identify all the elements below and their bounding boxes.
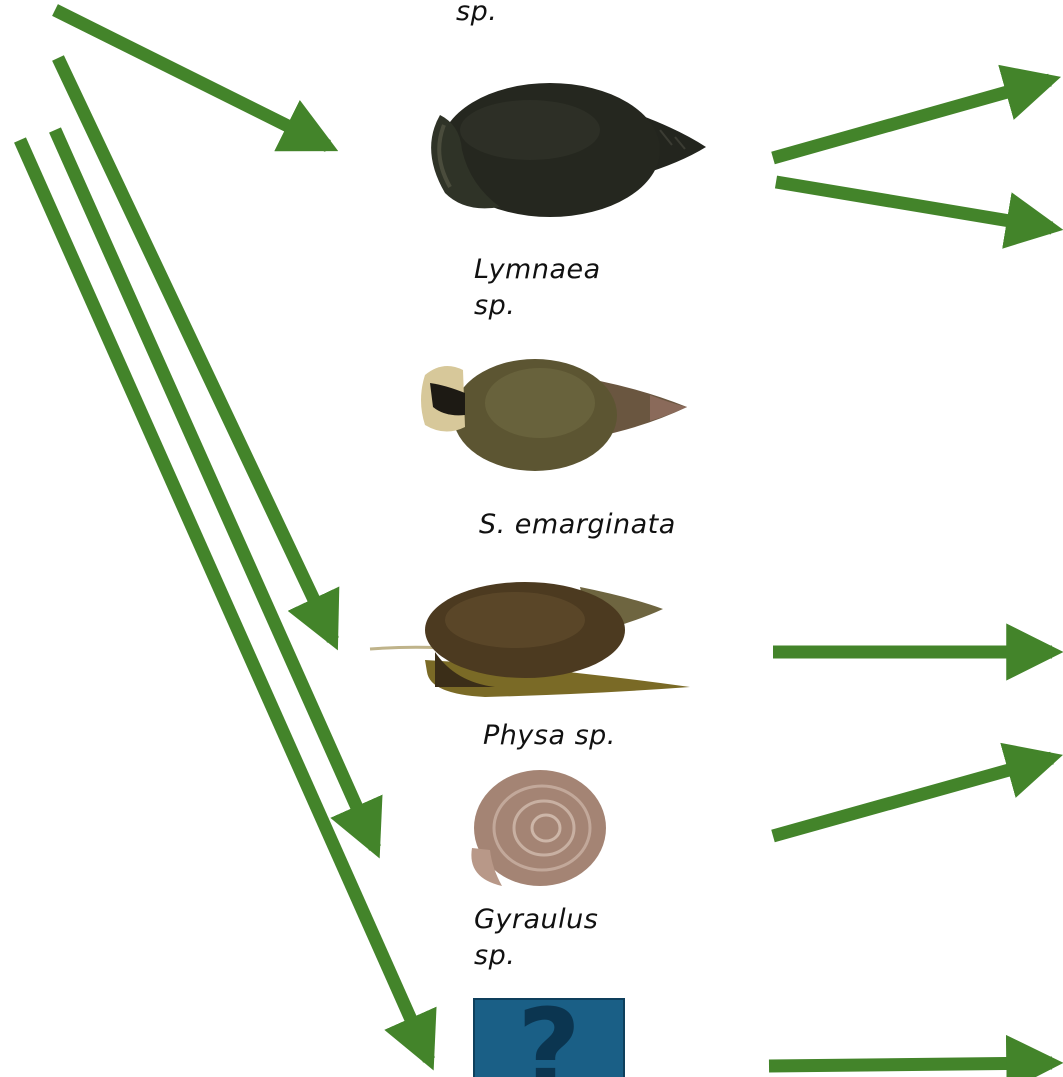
snail-image-gyraulus bbox=[462, 768, 610, 893]
arrow-right-2 bbox=[776, 182, 1052, 228]
label-s-emarginata: S. emarginata bbox=[479, 507, 676, 543]
label-lymnaea: Lymnaea sp. bbox=[474, 252, 601, 324]
arrow-right-5 bbox=[769, 1063, 1052, 1066]
arrow-left-2 bbox=[58, 58, 333, 640]
unknown-species-box: ? bbox=[473, 998, 625, 1077]
label-gyraulus: Gyraulus sp. bbox=[474, 902, 598, 974]
label-physa: Physa sp. bbox=[483, 718, 616, 754]
arrow-left-3 bbox=[55, 130, 375, 848]
label-top-partial: sp. bbox=[456, 0, 497, 30]
snail-image-physa bbox=[365, 572, 695, 702]
snail-image-lymnaea bbox=[415, 345, 690, 473]
snail-image-dark-lymnaea bbox=[410, 75, 715, 220]
arrow-right-1 bbox=[773, 80, 1050, 158]
arrow-right-4 bbox=[773, 758, 1052, 836]
question-mark-icon: ? bbox=[475, 998, 623, 1077]
